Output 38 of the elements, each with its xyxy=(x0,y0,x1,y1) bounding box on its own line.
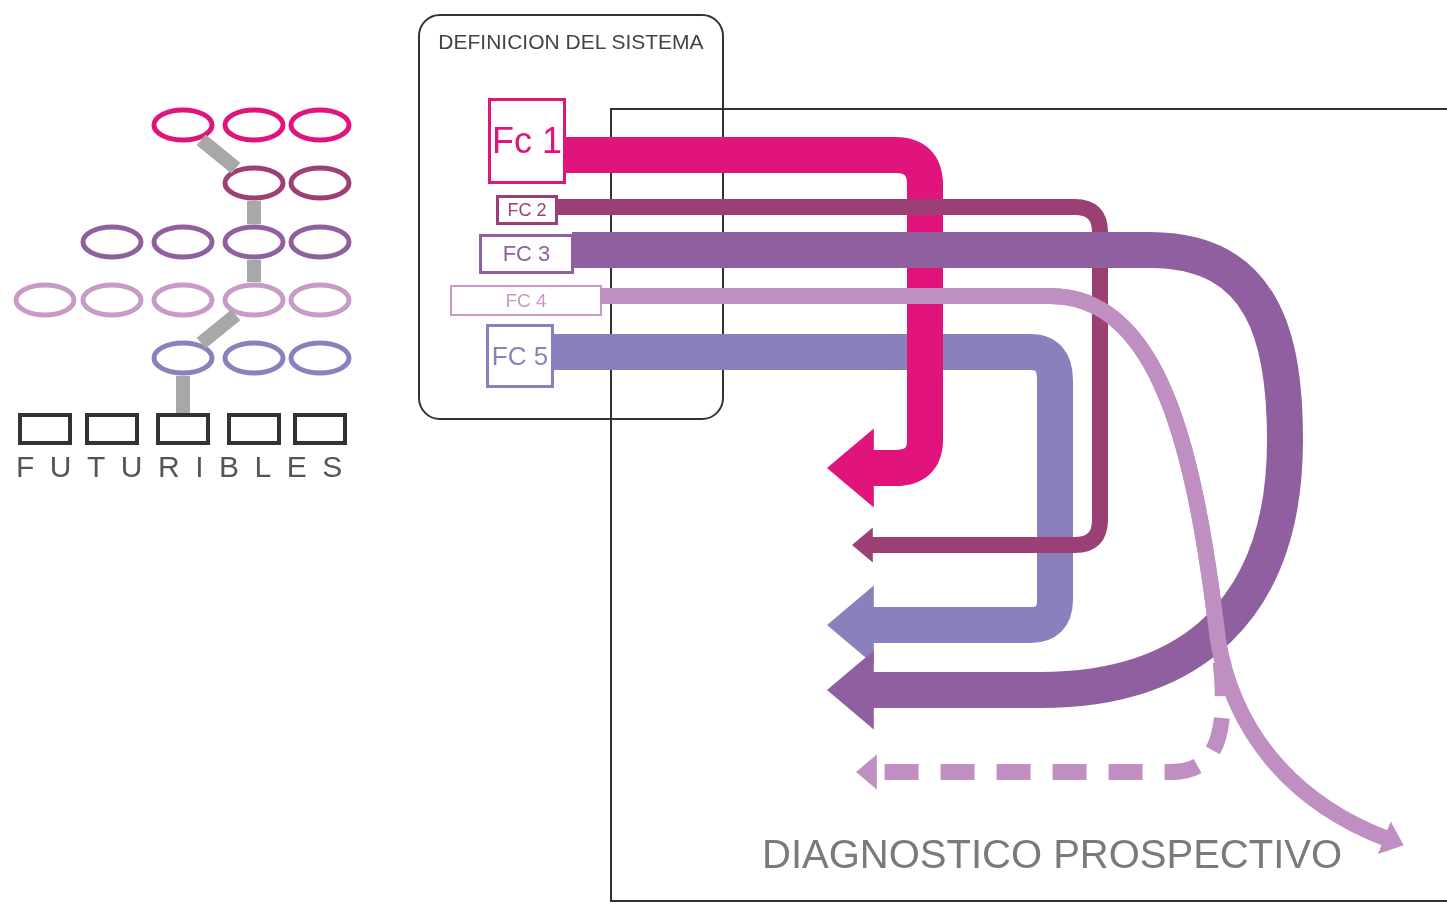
option-ellipse xyxy=(222,224,286,260)
option-ellipse xyxy=(222,165,286,201)
scenario-box xyxy=(293,413,347,445)
curved-arrow xyxy=(572,232,1303,730)
option-ellipse xyxy=(80,282,144,318)
option-ellipse xyxy=(151,107,215,143)
scenario-box xyxy=(18,413,72,445)
scenario-box xyxy=(227,413,281,445)
option-ellipse xyxy=(80,224,144,260)
diagnosis-frame xyxy=(610,108,1447,902)
option-ellipse xyxy=(288,282,352,318)
scenario-box xyxy=(156,413,210,445)
path-line xyxy=(247,260,261,282)
option-ellipse xyxy=(222,282,286,318)
factor-box: FC 3 xyxy=(479,234,574,274)
option-ellipse xyxy=(222,107,286,143)
option-ellipse xyxy=(288,224,352,260)
curved-arrow xyxy=(556,199,1108,563)
system-frame xyxy=(418,14,724,420)
frame-title: DIAGNOSTICO PROSPECTIVO xyxy=(762,832,1343,877)
caption-text: FUTURIBLES xyxy=(16,450,358,484)
factor-box: FC 4 xyxy=(450,285,602,316)
option-ellipse xyxy=(222,340,286,376)
factor-box: Fc 1 xyxy=(488,98,566,184)
scenario-box xyxy=(85,413,139,445)
option-ellipse xyxy=(288,165,352,201)
option-ellipse xyxy=(13,282,77,318)
path-line xyxy=(176,376,190,413)
option-ellipse xyxy=(151,282,215,318)
path-line xyxy=(247,201,261,224)
option-ellipse xyxy=(288,107,352,143)
frame-title: DEFINICION DEL SISTEMA xyxy=(437,30,705,54)
curved-arrow xyxy=(564,137,943,508)
factor-box: FC 2 xyxy=(496,195,558,225)
option-ellipse xyxy=(151,340,215,376)
option-ellipse xyxy=(288,340,352,376)
factor-box: FC 5 xyxy=(486,324,554,388)
option-ellipse xyxy=(151,224,215,260)
